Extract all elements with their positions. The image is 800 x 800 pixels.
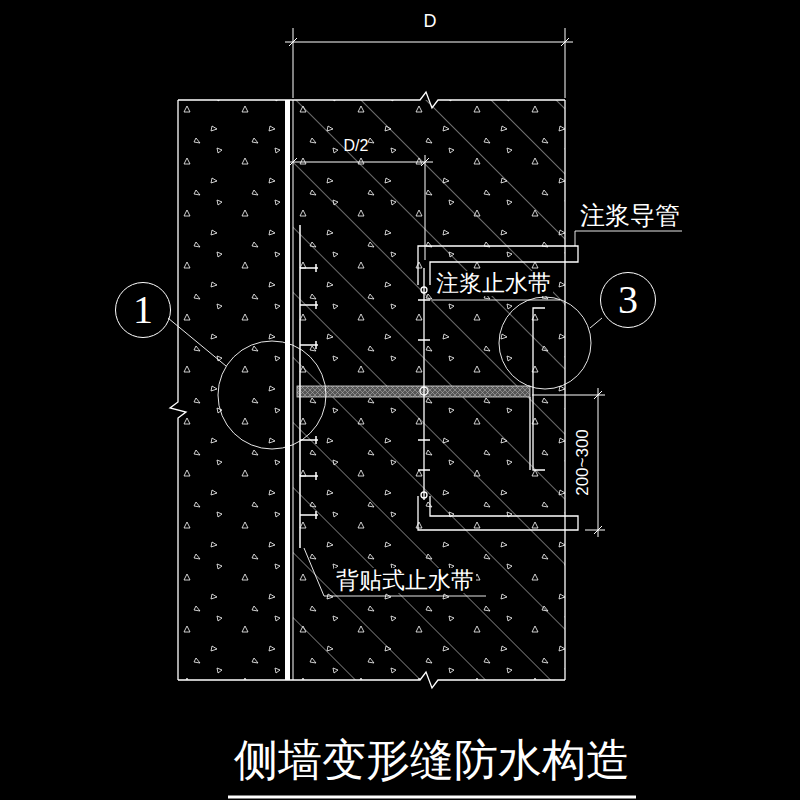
dimension-label: D <box>424 12 437 30</box>
part-label: 注浆止水带 <box>434 271 553 296</box>
dimension-label: D/2 <box>344 138 369 154</box>
drawing-title: 侧墙变形缝防水构造 <box>234 738 630 782</box>
callout-circle: 1 <box>115 282 171 338</box>
callout-circle: 3 <box>600 272 656 328</box>
callout-number: 3 <box>618 280 638 320</box>
part-label: 背贴式止水带 <box>334 568 476 593</box>
part-label: 注浆导管 <box>580 203 680 228</box>
callout-number: 1 <box>133 290 153 330</box>
dimension-label: 200~300 <box>574 429 591 496</box>
